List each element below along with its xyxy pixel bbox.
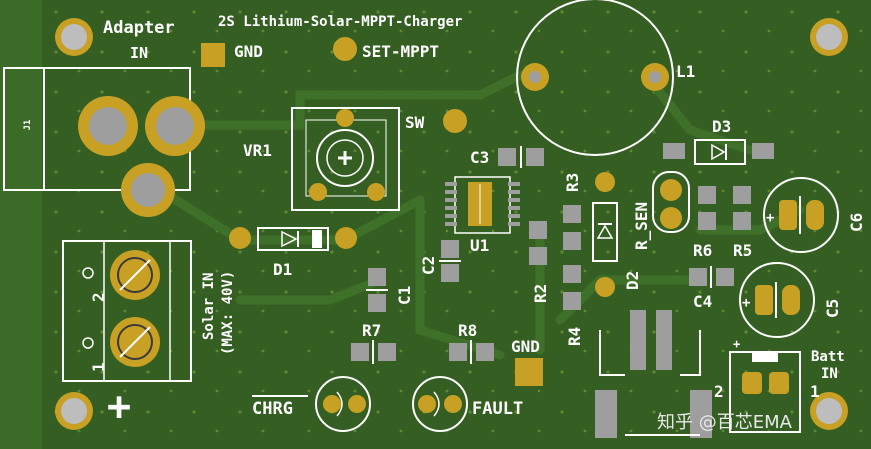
label-plus: + — [107, 384, 131, 430]
trimmer-pad-right — [367, 183, 385, 201]
diode-d2 — [592, 172, 618, 297]
trimmer-pad-left — [309, 183, 327, 201]
label-batt-pin2: 2 — [714, 382, 724, 401]
label-adapter-line1: Adapter — [103, 18, 175, 38]
label-batt-line1: Batt — [811, 349, 845, 365]
resistor-r4 — [563, 265, 581, 310]
resistor-r2 — [529, 221, 547, 265]
label-batt-pin1: 1 — [810, 382, 820, 401]
label-d2: D2 — [623, 271, 642, 290]
board-title: 2S Lithium-Solar-MPPT-Charger — [218, 14, 462, 30]
mounting-hole-bottom-left — [55, 392, 93, 430]
label-vr1: VR1 — [243, 141, 272, 160]
watermark: 知乎 @百芯EMA — [657, 412, 793, 433]
label-d1: D1 — [273, 260, 292, 279]
svg-text:+: + — [742, 295, 750, 311]
label-solar-line2: (MAX: 40V) — [220, 271, 236, 355]
terminal-outline — [62, 240, 192, 382]
diode-d3 — [663, 139, 774, 165]
mounting-holes — [55, 18, 848, 430]
capacitor-c4 — [689, 266, 734, 288]
label-r4: R4 — [565, 327, 584, 346]
label-c2: C2 — [419, 256, 438, 275]
resistor-r3 — [563, 205, 581, 250]
label-gnd-top: GND — [234, 42, 263, 61]
diode-d1 — [229, 227, 357, 251]
ic-u1 — [445, 176, 520, 234]
gnd-top-pad — [201, 43, 225, 67]
capacitor-c6: + — [763, 177, 839, 253]
label-c3: C3 — [470, 148, 489, 167]
label-r5: R5 — [733, 241, 752, 260]
mounting-hole-top-right — [810, 18, 848, 56]
label-d3: D3 — [712, 117, 731, 136]
label-fault: FAULT — [472, 399, 523, 419]
diode-d2-pad-bottom — [595, 277, 615, 297]
svg-text:+: + — [733, 337, 740, 351]
label-c1: C1 — [395, 286, 414, 305]
label-gnd-bottom: GND — [511, 337, 540, 356]
led-fault — [412, 376, 468, 432]
power-footprint — [595, 310, 712, 438]
trimmer-dial — [316, 129, 374, 187]
inductor-outline — [516, 0, 674, 156]
label-adapter-line2: IN — [130, 44, 148, 62]
resistor-r6 — [698, 186, 716, 230]
battery-connector: + — [729, 337, 801, 433]
mounting-hole-top-left — [55, 18, 93, 56]
label-chrg: CHRG — [252, 399, 293, 419]
solar-terminal-block — [62, 240, 192, 382]
sw-pad — [443, 109, 467, 133]
label-j1: J1 — [23, 120, 33, 131]
label-u1: U1 — [470, 236, 489, 255]
label-r8: R8 — [458, 321, 477, 340]
capacitor-c3 — [498, 146, 544, 168]
svg-text:+: + — [766, 210, 774, 226]
trimmer-outline — [291, 107, 400, 211]
capacitor-c1 — [366, 268, 388, 312]
label-r2: R2 — [531, 284, 550, 303]
r-sen-pads — [652, 171, 690, 233]
label-c4: C4 — [693, 292, 712, 311]
diode-d2-outline — [592, 202, 618, 262]
trimmer-pad-top — [336, 109, 354, 127]
label-r3: R3 — [563, 173, 582, 192]
label-r7: R7 — [362, 321, 381, 340]
resistor-r8 — [449, 340, 494, 364]
capacitor-c2 — [439, 240, 461, 282]
led-chrg — [315, 376, 371, 432]
label-c6: C6 — [847, 213, 866, 232]
label-c5: C5 — [823, 299, 842, 318]
ic-footprint — [454, 176, 511, 234]
left-edge-strip — [0, 0, 42, 449]
gnd-bottom-pad — [515, 358, 543, 386]
label-set-mppt: SET-MPPT — [362, 42, 439, 61]
resistor-r7 — [351, 340, 396, 364]
label-batt-line2: IN — [821, 366, 838, 382]
diode-d2-pad-top — [595, 172, 615, 192]
mounting-hole-bottom-right — [810, 392, 848, 430]
set-mppt-pad — [333, 37, 357, 61]
inductor-l1 — [516, 0, 674, 156]
resistor-r5 — [733, 186, 751, 230]
capacitor-c5: + — [739, 262, 815, 338]
label-sw: SW — [405, 113, 425, 132]
label-solar-line1: Solar IN — [201, 273, 217, 340]
adapter-jack-j1: J1 — [3, 67, 205, 217]
label-r6: R6 — [693, 241, 712, 260]
label-l1: L1 — [676, 62, 695, 81]
label-term-1: 1 — [89, 362, 108, 372]
trimmer-vr1 — [291, 107, 400, 211]
label-r-sen: R_SEN — [632, 202, 651, 250]
label-term-2: 2 — [89, 292, 108, 302]
